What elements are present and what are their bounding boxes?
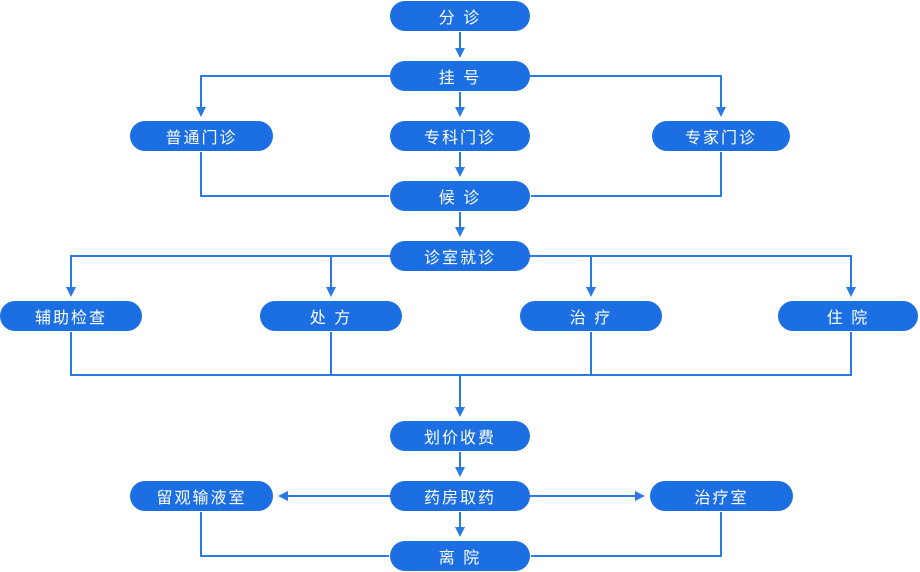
edge-general-waiting xyxy=(200,152,389,197)
node-registration-label: 挂 号 xyxy=(438,70,482,87)
node-pharmacy-dispensing: 药房取药 xyxy=(390,481,530,511)
node-triage: 分 诊 xyxy=(390,1,530,31)
node-specialist-label: 专科门诊 xyxy=(423,130,496,147)
edge-registration-general xyxy=(196,75,390,117)
edge-consult-aux xyxy=(66,255,390,297)
node-triage-label: 分 诊 xyxy=(438,10,482,27)
node-specialist-outpatient: 专科门诊 xyxy=(390,121,530,151)
node-registration: 挂 号 xyxy=(390,61,530,91)
node-auxiliary-exam: 辅助检查 xyxy=(0,301,142,331)
node-observation-infusion-room: 留观输液室 xyxy=(130,481,273,511)
edge-collector-bus xyxy=(70,332,852,376)
node-discharge-label: 离 院 xyxy=(438,550,482,567)
node-discharge: 离 院 xyxy=(390,541,530,571)
node-treatroom-label: 治疗室 xyxy=(694,490,749,507)
node-pricing-label: 划价收费 xyxy=(423,430,496,447)
node-expert-label: 专家门诊 xyxy=(684,130,757,147)
node-pricing-payment: 划价收费 xyxy=(390,421,530,451)
node-pharmacy-label: 药房取药 xyxy=(423,490,496,507)
node-consult-label: 诊室就诊 xyxy=(423,250,496,267)
node-general-label: 普通门诊 xyxy=(165,130,238,147)
edge-observation-discharge xyxy=(200,512,389,557)
node-treatment: 治 疗 xyxy=(520,301,662,331)
edge-consult-hospital xyxy=(530,255,856,297)
node-prescription: 处 方 xyxy=(260,301,402,331)
edge-expert-waiting xyxy=(531,152,722,197)
node-treatment-label: 治 疗 xyxy=(569,310,613,327)
node-hospitalization: 住 院 xyxy=(778,301,918,331)
node-expert-outpatient: 专家门诊 xyxy=(652,121,790,151)
node-waiting: 候 诊 xyxy=(390,181,530,211)
node-observation-label: 留观输液室 xyxy=(156,490,247,507)
node-treatment-room: 治疗室 xyxy=(650,481,793,511)
edge-registration-expert xyxy=(530,75,726,117)
edge-treatroom-discharge xyxy=(531,512,722,557)
node-waiting-label: 候 诊 xyxy=(438,190,482,207)
node-hospital-label: 住 院 xyxy=(826,310,870,327)
node-aux-label: 辅助检查 xyxy=(34,310,107,327)
node-consultation: 诊室就诊 xyxy=(390,241,530,271)
node-prescription-label: 处 方 xyxy=(309,310,353,327)
node-general-outpatient: 普通门诊 xyxy=(130,121,273,151)
